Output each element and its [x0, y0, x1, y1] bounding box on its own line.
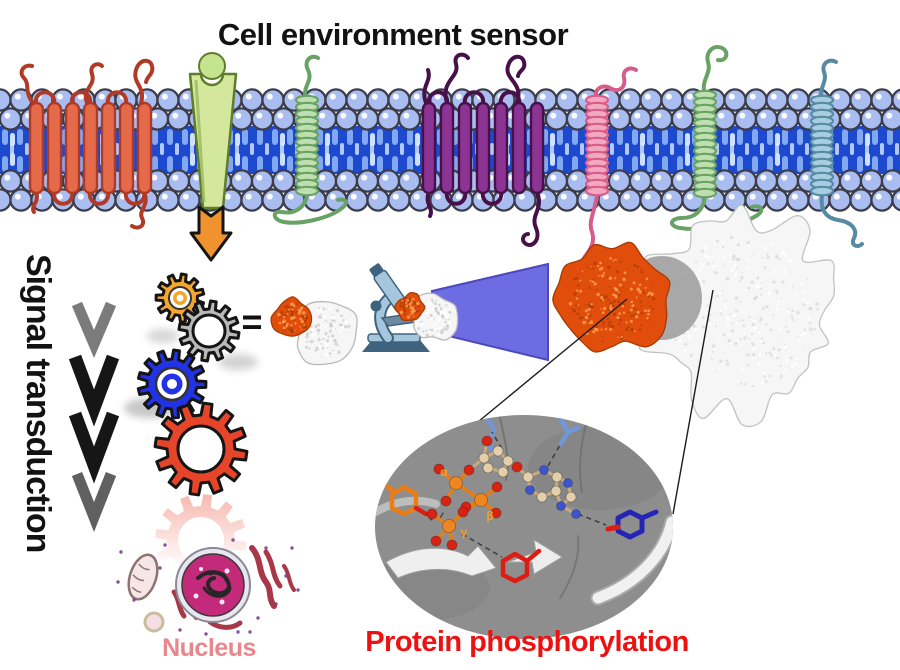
cytoplasm-dots	[116, 538, 300, 636]
cell-organelles	[116, 538, 300, 636]
vesicle	[143, 611, 165, 633]
signal-arrow	[189, 205, 233, 262]
chevron-down-icon	[71, 301, 117, 359]
atp-molecule	[426, 435, 581, 551]
residue-stick-blue	[557, 415, 581, 447]
protein-complex-small	[270, 296, 358, 366]
microscope-icon	[362, 263, 432, 352]
nucleus-label: Nucleus	[162, 634, 256, 662]
helix-bundle-purple	[421, 52, 545, 247]
gear-cascade	[124, 272, 258, 586]
signal-transduction-label: Signal transduction	[19, 254, 57, 552]
mitochondrion	[127, 553, 159, 601]
chevron-down-icon	[68, 354, 120, 427]
gpcr-helix-bundle-orange	[19, 58, 155, 230]
title: Cell environment sensor	[218, 17, 569, 52]
down-arrow-icon	[189, 205, 233, 262]
gamma-phosphate-label: γ	[461, 525, 468, 539]
sensor-protein-green	[188, 52, 238, 210]
protein-complex-at-microscope	[394, 292, 459, 341]
protein-complex-large	[552, 204, 836, 428]
chevron-arrows	[68, 301, 120, 532]
chevron-down-icon	[68, 411, 120, 484]
chevron-down-icon	[71, 471, 117, 532]
protein-phosphorylation-label: Protein phosphorylation	[365, 626, 689, 658]
callout-lines	[466, 289, 714, 515]
sensor-highlight	[194, 79, 206, 203]
residue-stick-blue	[483, 415, 498, 455]
single-pass-coil-proteins	[272, 45, 864, 269]
equals-sign: =	[241, 301, 262, 342]
nucleus	[181, 553, 245, 617]
beta-phosphate-label: β	[486, 509, 493, 523]
active-site-inset: α β γ	[375, 415, 673, 639]
ligand-ball	[198, 52, 226, 80]
alpha-phosphate-label: α	[440, 465, 448, 479]
inset-oval	[375, 415, 673, 639]
